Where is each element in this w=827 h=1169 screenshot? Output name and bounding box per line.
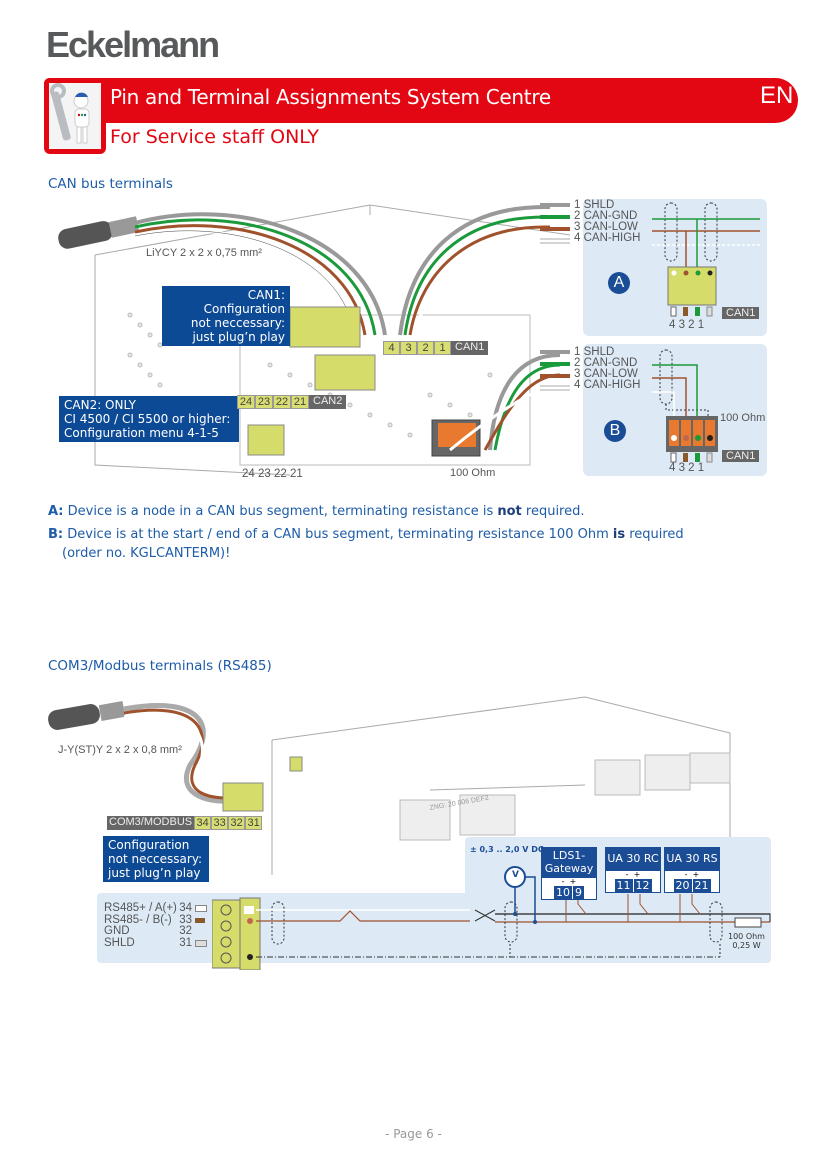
can2-pin: 24 (237, 395, 255, 409)
can1-pin: 3 (400, 341, 417, 355)
panel-a-wiring (540, 202, 760, 317)
signal-can-high: 4 CAN-HIGH (574, 232, 641, 244)
desc-a-text: Device is a node in a CAN bus segment, t… (63, 504, 498, 519)
can1-pin: 1 (434, 341, 451, 355)
modbus-pin: 34 (194, 816, 212, 830)
can-device-illustration (58, 204, 570, 476)
panel-b-resistor-label: 100 Ohm (720, 412, 766, 424)
modbus-note-line: not neccessary: (108, 852, 203, 866)
can2-pin: 23 (255, 395, 273, 409)
modbus-pin: 31 (245, 816, 263, 830)
modbus-strip-label: COM3/MODBUS (107, 816, 195, 830)
terminal-rs485-plus: RS485+ / A(+)34 (104, 902, 207, 915)
can-cable-label: LiYCY 2 x 2 x 0,75 mm² (146, 247, 262, 259)
device-name: UA 30 RC (605, 847, 661, 870)
page-subtitle: For Service staff ONLY (110, 126, 319, 148)
can2-pin: 22 (273, 395, 291, 409)
can1-note-line: not neccessary: (190, 316, 285, 330)
can2-terminal-strip: 24 23 22 21 CAN2 (237, 395, 347, 409)
panel-b-signal-list: 1 SHLD 2 CAN-GND 3 CAN-LOW 4 CAN-HIGH (574, 346, 641, 391)
panel-b-can1-tag: CAN1 (722, 450, 760, 462)
termination-resistor-label: 100 Ohm (450, 467, 496, 479)
panel-a-pin-numbers: 4 3 2 1 (669, 319, 705, 331)
terminator-label: 100 Ohm 0,25 W (728, 932, 765, 950)
can1-note: CAN1: Configuration not neccessary: just… (162, 286, 290, 346)
page-number: - Page 6 - (385, 1127, 442, 1141)
eckelmann-logo: Eckelmann (46, 24, 220, 65)
description-b: B: Device is at the start / end of a CAN… (48, 525, 684, 563)
desc-b-key: B: (48, 527, 64, 542)
signal-can-high: 4 CAN-HIGH (574, 379, 641, 391)
desc-b-text-end: required (625, 527, 684, 542)
signal-can-gnd: 2 CAN-GND (574, 210, 638, 222)
signal-shld: 1 SHLD (574, 346, 615, 358)
language-badge: EN (760, 82, 794, 109)
modbus-terminal-strip: COM3/MODBUS 34 33 32 31 (107, 816, 263, 830)
signal-can-low: 3 CAN-LOW (574, 368, 638, 380)
signal-can-gnd: 2 CAN-GND (574, 357, 638, 369)
modbus-cable-label: J-Y(ST)Y 2 x 2 x 0,8 mm² (58, 744, 182, 756)
desc-a-text-end: required. (521, 504, 585, 519)
can2-pin: 21 (291, 395, 309, 409)
can1-note-line: CAN1: Configuration (203, 288, 285, 316)
panel-b-pin-numbers: 4 3 2 1 (669, 462, 705, 474)
modbus-note-line: Configuration (108, 838, 190, 852)
desc-b-emphasis: is (612, 527, 626, 542)
desc-b-text: Device is at the start / end of a CAN bu… (63, 527, 613, 542)
panel-a-can1-tag: CAN1 (722, 307, 760, 319)
can1-pin: 4 (383, 341, 400, 355)
modbus-section-heading: COM3/Modbus terminals (RS485) (48, 658, 272, 674)
signal-shld: 1 SHLD (574, 199, 615, 211)
desc-a-key: A: (48, 504, 64, 519)
can1-note-line: just plug’n play (192, 330, 285, 344)
can2-note-line: Configuration menu 4-1-5 (64, 426, 219, 440)
modbus-note: Configuration not neccessary: just plug’… (103, 836, 209, 882)
voltmeter-icon: V (512, 870, 519, 880)
page-title: Pin and Terminal Assignments System Cent… (110, 85, 551, 109)
desc-b-order-no: (order no. KGLCANTERM)! (62, 546, 231, 561)
can1-strip-label: CAN1 (451, 341, 489, 355)
description-a: A: Device is a node in a CAN bus segment… (48, 502, 585, 521)
panel-a-badge: A (608, 272, 630, 294)
modbus-pin: 33 (211, 816, 229, 830)
can2-strip-label: CAN2 (309, 395, 347, 409)
voltage-range-label: ± 0,3 .. 2,0 V DC (470, 845, 544, 854)
panel-b-wiring (540, 349, 718, 463)
can2-note-line: CAN2: ONLY (64, 398, 136, 412)
panel-a-signal-list: 1 SHLD 2 CAN-GND 3 CAN-LOW 4 CAN-HIGH (574, 199, 641, 244)
can2-note-line: CI 4500 / CI 5500 or higher: (64, 412, 231, 426)
device-name: LDS1-Gateway (541, 847, 597, 877)
modbus-pin: 32 (228, 816, 246, 830)
desc-a-emphasis: not (497, 504, 522, 519)
can-section-heading: CAN bus terminals (48, 176, 173, 192)
can1-terminal-strip: 4 3 2 1 CAN1 (383, 341, 489, 355)
terminator-resistance: 100 Ohm (728, 932, 765, 941)
terminal-rs485-minus: RS485- / B(-)33 (104, 914, 207, 927)
header-banner (44, 78, 798, 123)
device-name: UA 30 RS (664, 847, 720, 870)
terminator-power: 0,25 W (732, 941, 761, 950)
can2-note: CAN2: ONLY CI 4500 / CI 5500 or higher: … (59, 396, 239, 442)
modbus-device-illustration: ZNG: 20 006 DEF2 (48, 696, 731, 875)
panel-b-badge: B (604, 420, 626, 442)
signal-can-low: 3 CAN-LOW (574, 221, 638, 233)
modbus-note-line: just plug’n play (108, 866, 201, 880)
can2-pin-numbers: 24 23 22 21 (242, 468, 303, 480)
can1-pin: 2 (417, 341, 434, 355)
service-mascot-icon (49, 83, 101, 149)
